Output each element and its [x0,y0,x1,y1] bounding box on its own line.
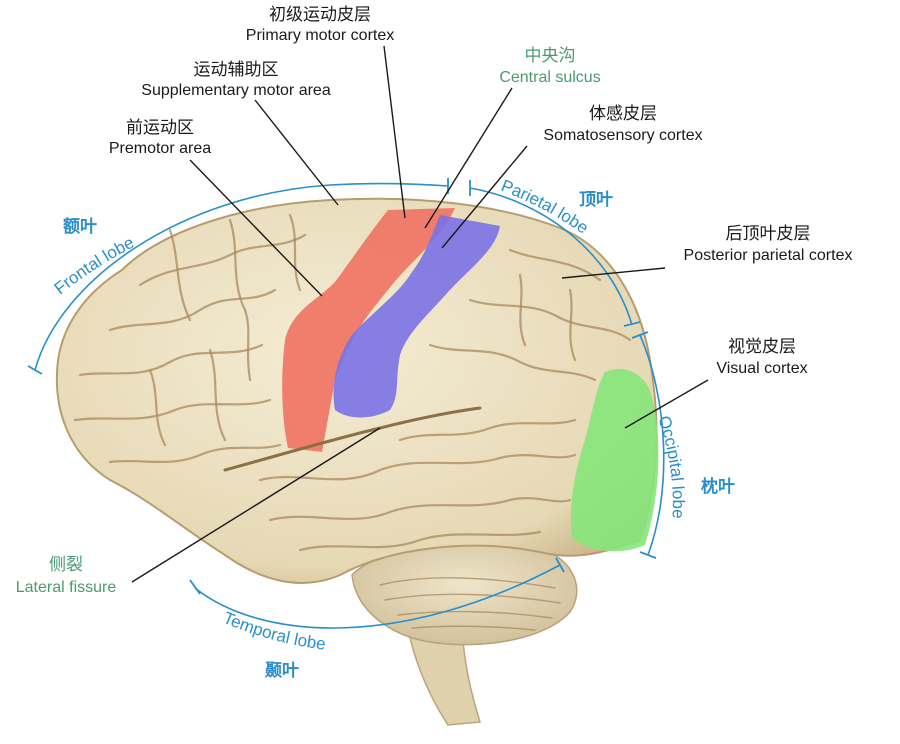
occipital-lobe-arc [631,331,665,559]
label-supplementary-motor: 运动辅助区 Supplementary motor area [141,60,331,99]
leader-lines [131,45,709,583]
label-visual: 视觉皮层 Visual cortex [716,337,807,377]
cerebellum-folia [379,577,561,631]
premotor-en: Premotor area [109,140,211,157]
primary-motor-zh: 初级运动皮层 [269,5,371,25]
occipital-lobe-zh: 枕叶 [701,476,735,497]
label-lateral-fissure: 侧裂 Lateral fissure [16,555,117,596]
primary-motor-en: Primary motor cortex [246,27,394,44]
premotor-zh: 前运动区 [126,118,194,138]
parietal-lobe-zh: 顶叶 [579,190,613,210]
temporal-lobe-en: Temporal lobe [220,608,327,654]
frontal-lobe-zh: 额叶 [63,216,97,237]
leader-posterior-parietal [561,267,666,279]
leader-premotor [189,159,323,297]
central-sulcus-en: Central sulcus [499,69,600,86]
leader-supplementary-motor [254,99,339,206]
leader-visual [624,379,709,429]
supplementary-motor-zh: 运动辅助区 [194,60,279,80]
leader-central-sulcus [424,87,513,229]
visual-zh: 视觉皮层 [728,337,796,357]
label-somatosensory: 体感皮层 Somatosensory cortex [543,104,702,144]
central-sulcus-zh: 中央沟 [525,46,576,66]
somatosensory-region [333,215,500,418]
label-primary-motor: 初级运动皮层 Primary motor cortex [246,5,394,44]
primary-motor-region [282,208,455,452]
temporal-lobe-arc [189,557,565,629]
posterior-parietal-en: Posterior parietal cortex [684,247,853,264]
leader-lateral-fissure [131,427,381,583]
label-central-sulcus: 中央沟 Central sulcus [499,46,600,86]
temporal-lobe-zh: 颞叶 [264,661,299,681]
label-premotor: 前运动区 Premotor area [109,118,211,157]
lateral-fissure-en: Lateral fissure [16,579,117,596]
posterior-parietal-zh: 后顶叶皮层 [726,224,811,244]
label-posterior-parietal: 后顶叶皮层 Posterior parietal cortex [684,224,853,264]
occipital-lobe-en: Occipital lobe [654,413,688,519]
visual-cortex-region [570,369,659,552]
parietal-lobe-arc [469,180,641,327]
supplementary-motor-en: Supplementary motor area [141,82,331,99]
leader-primary-motor [383,45,406,219]
lateral-fissure-zh: 侧裂 [49,555,83,575]
leader-somatosensory [441,145,528,249]
somatosensory-en: Somatosensory cortex [543,127,702,144]
somatosensory-zh: 体感皮层 [589,104,657,124]
visual-en: Visual cortex [716,360,807,377]
gyri-texture [73,213,632,552]
